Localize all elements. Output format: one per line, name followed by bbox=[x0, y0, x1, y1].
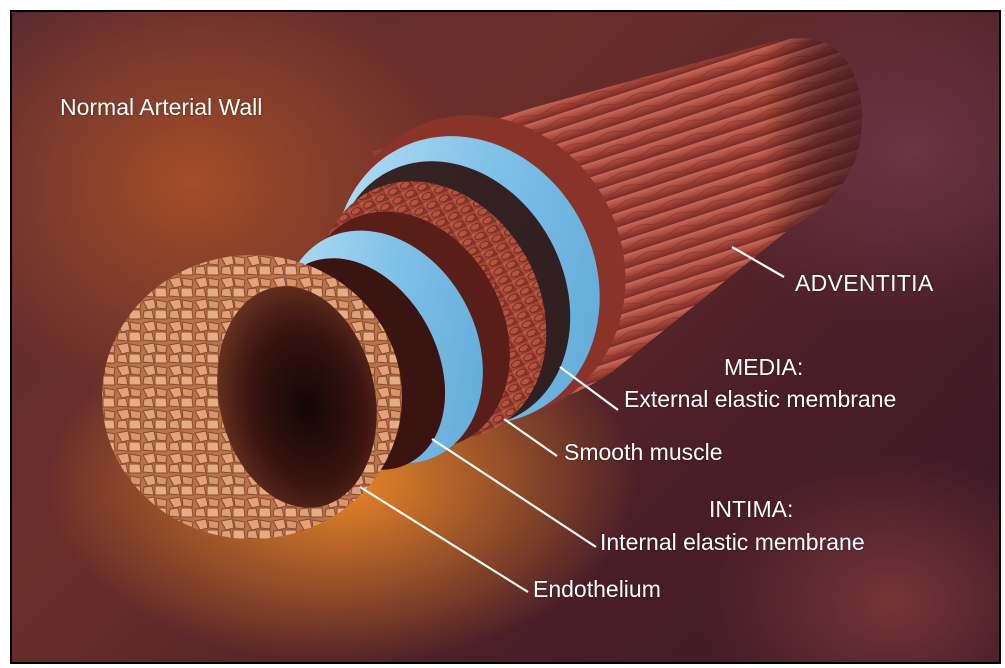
leader-smooth-muscle bbox=[504, 419, 557, 456]
leader-endothelium bbox=[360, 487, 528, 592]
label-intima-heading: INTIMA: bbox=[709, 496, 793, 523]
label-media-heading: MEDIA: bbox=[724, 354, 803, 381]
label-endothelium: Endothelium bbox=[533, 576, 661, 603]
label-smooth-muscle: Smooth muscle bbox=[564, 439, 723, 466]
diagram-title: Normal Arterial Wall bbox=[60, 94, 262, 121]
label-internal-elastic-membrane: Internal elastic membrane bbox=[600, 529, 865, 556]
diagram-frame: Normal Arterial Wall ADVENTITIA MEDIA: E… bbox=[10, 10, 1001, 664]
label-external-elastic-membrane: External elastic membrane bbox=[624, 386, 896, 413]
label-adventitia: ADVENTITIA bbox=[795, 270, 933, 297]
